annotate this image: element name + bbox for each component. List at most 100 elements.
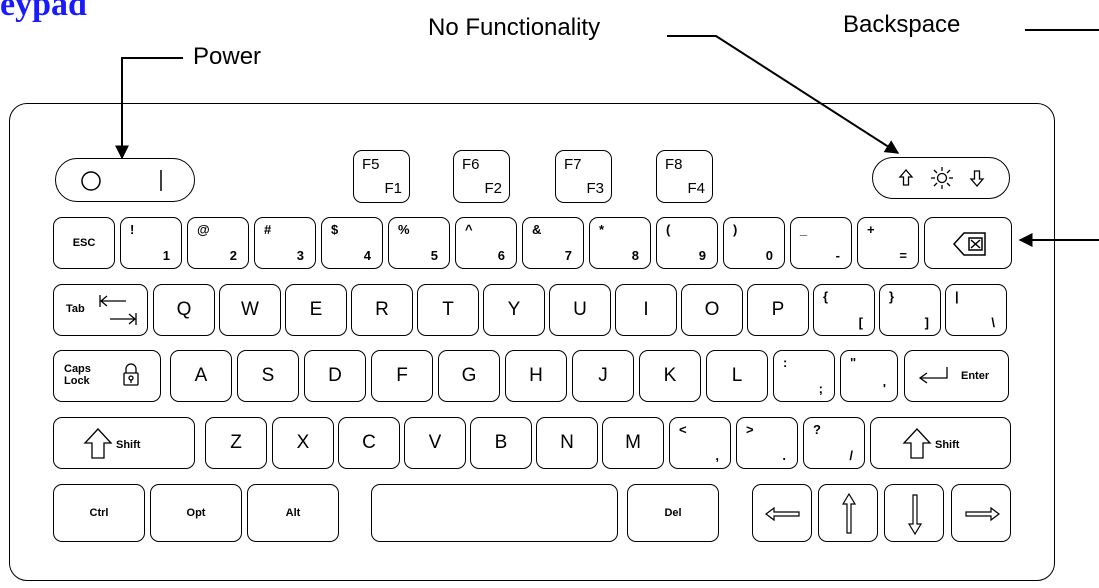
keyboard-body (9, 103, 1055, 581)
key-9[interactable]: (9 (656, 217, 718, 269)
key-w[interactable]: W (219, 284, 281, 336)
key-g[interactable]: G (438, 350, 500, 402)
key-label: I (643, 299, 649, 320)
opt-label: Opt (186, 507, 206, 519)
enter-label: Enter (961, 370, 990, 382)
del-key[interactable]: Del (627, 484, 719, 542)
key-minus[interactable]: _- (790, 217, 852, 269)
key-bottom-label: ' (882, 381, 886, 396)
key-bottom-label: , (715, 448, 719, 463)
up-arrow-key[interactable] (818, 484, 878, 542)
tab-key[interactable]: Tab (53, 284, 148, 336)
key-comma[interactable]: <, (669, 417, 731, 469)
key-s[interactable]: S (237, 350, 299, 402)
power-callout-line (115, 57, 183, 160)
space-bar[interactable] (371, 484, 618, 542)
opt-key[interactable]: Opt (150, 484, 242, 542)
key-0[interactable]: )0 (723, 217, 785, 269)
shift-label: Shift (935, 439, 960, 451)
esc-key[interactable]: ESC (53, 217, 115, 269)
key-2[interactable]: @2 (187, 217, 249, 269)
key-m[interactable]: M (602, 417, 664, 469)
alt-key[interactable]: Alt (247, 484, 339, 542)
key-e[interactable]: E (285, 284, 347, 336)
key-i[interactable]: I (615, 284, 677, 336)
key-8[interactable]: *8 (589, 217, 651, 269)
key-3[interactable]: #3 (254, 217, 316, 269)
key-label: D (328, 365, 342, 386)
key-v[interactable]: V (404, 417, 466, 469)
key-label: Q (176, 299, 192, 320)
down-arrow-icon (907, 494, 923, 536)
f6-label: F6 (462, 156, 480, 173)
key-label: H (529, 365, 543, 386)
key-t[interactable]: T (417, 284, 479, 336)
key-f[interactable]: F (371, 350, 433, 402)
backspace-key[interactable] (924, 217, 1012, 269)
right-arrow-icon (965, 506, 1000, 522)
key-backslash[interactable]: |\ (945, 284, 1007, 336)
key-period[interactable]: >. (736, 417, 798, 469)
power-off-icon (81, 171, 101, 191)
key-1[interactable]: !1 (120, 217, 182, 269)
key-j[interactable]: J (572, 350, 634, 402)
key-label: F (396, 365, 408, 386)
key-semicolon[interactable]: :; (773, 350, 835, 402)
power-on-icon (160, 170, 162, 191)
brightness-control[interactable] (872, 157, 1010, 199)
key-label: A (194, 365, 208, 386)
right-arrow-key[interactable] (951, 484, 1011, 542)
key-label: S (261, 365, 275, 386)
key-equals[interactable]: += (857, 217, 919, 269)
key-bottom-label: / (849, 448, 853, 463)
f3-label: F3 (586, 180, 604, 197)
key-6[interactable]: ^6 (455, 217, 517, 269)
caps-label-line-2: Lock (64, 375, 90, 387)
key-label: U (573, 299, 587, 320)
left-arrow-key[interactable] (752, 484, 812, 542)
down-arrow-key[interactable] (884, 484, 944, 542)
key-top-label: > (746, 422, 754, 437)
key-u[interactable]: U (549, 284, 611, 336)
key-y[interactable]: Y (483, 284, 545, 336)
key-a[interactable]: A (170, 350, 232, 402)
enter-key[interactable]: Enter (904, 350, 1009, 402)
key-bottom-label: 3 (296, 248, 304, 263)
key-c[interactable]: C (338, 417, 400, 469)
key-l[interactable]: L (706, 350, 768, 402)
key-k[interactable]: K (639, 350, 701, 402)
key-label: B (494, 432, 508, 453)
key-p[interactable]: P (747, 284, 809, 336)
key-right-bracket[interactable]: }] (879, 284, 941, 336)
key-bottom-label: 9 (698, 248, 706, 263)
power-switch[interactable] (55, 158, 195, 202)
key-5[interactable]: %5 (388, 217, 450, 269)
key-left-bracket[interactable]: {[ (813, 284, 875, 336)
key-d[interactable]: D (304, 350, 366, 402)
key-4[interactable]: $4 (321, 217, 383, 269)
key-top-label: | (955, 289, 959, 304)
key-label: T (442, 299, 454, 320)
key-o[interactable]: O (681, 284, 743, 336)
key-top-label: ? (813, 422, 821, 437)
ctrl-key[interactable]: Ctrl (53, 484, 145, 542)
right-shift-key[interactable]: Shift (870, 417, 1011, 469)
key-label: X (296, 432, 310, 453)
key-b[interactable]: B (470, 417, 532, 469)
key-h[interactable]: H (505, 350, 567, 402)
key-slash[interactable]: ?/ (803, 417, 865, 469)
key-q[interactable]: Q (153, 284, 215, 336)
key-z[interactable]: Z (205, 417, 267, 469)
key-r[interactable]: R (351, 284, 413, 336)
key-n[interactable]: N (536, 417, 598, 469)
key-7[interactable]: &7 (522, 217, 584, 269)
left-shift-key[interactable]: Shift (53, 417, 195, 469)
key-x[interactable]: X (272, 417, 334, 469)
key-quote[interactable]: "' (840, 350, 898, 402)
